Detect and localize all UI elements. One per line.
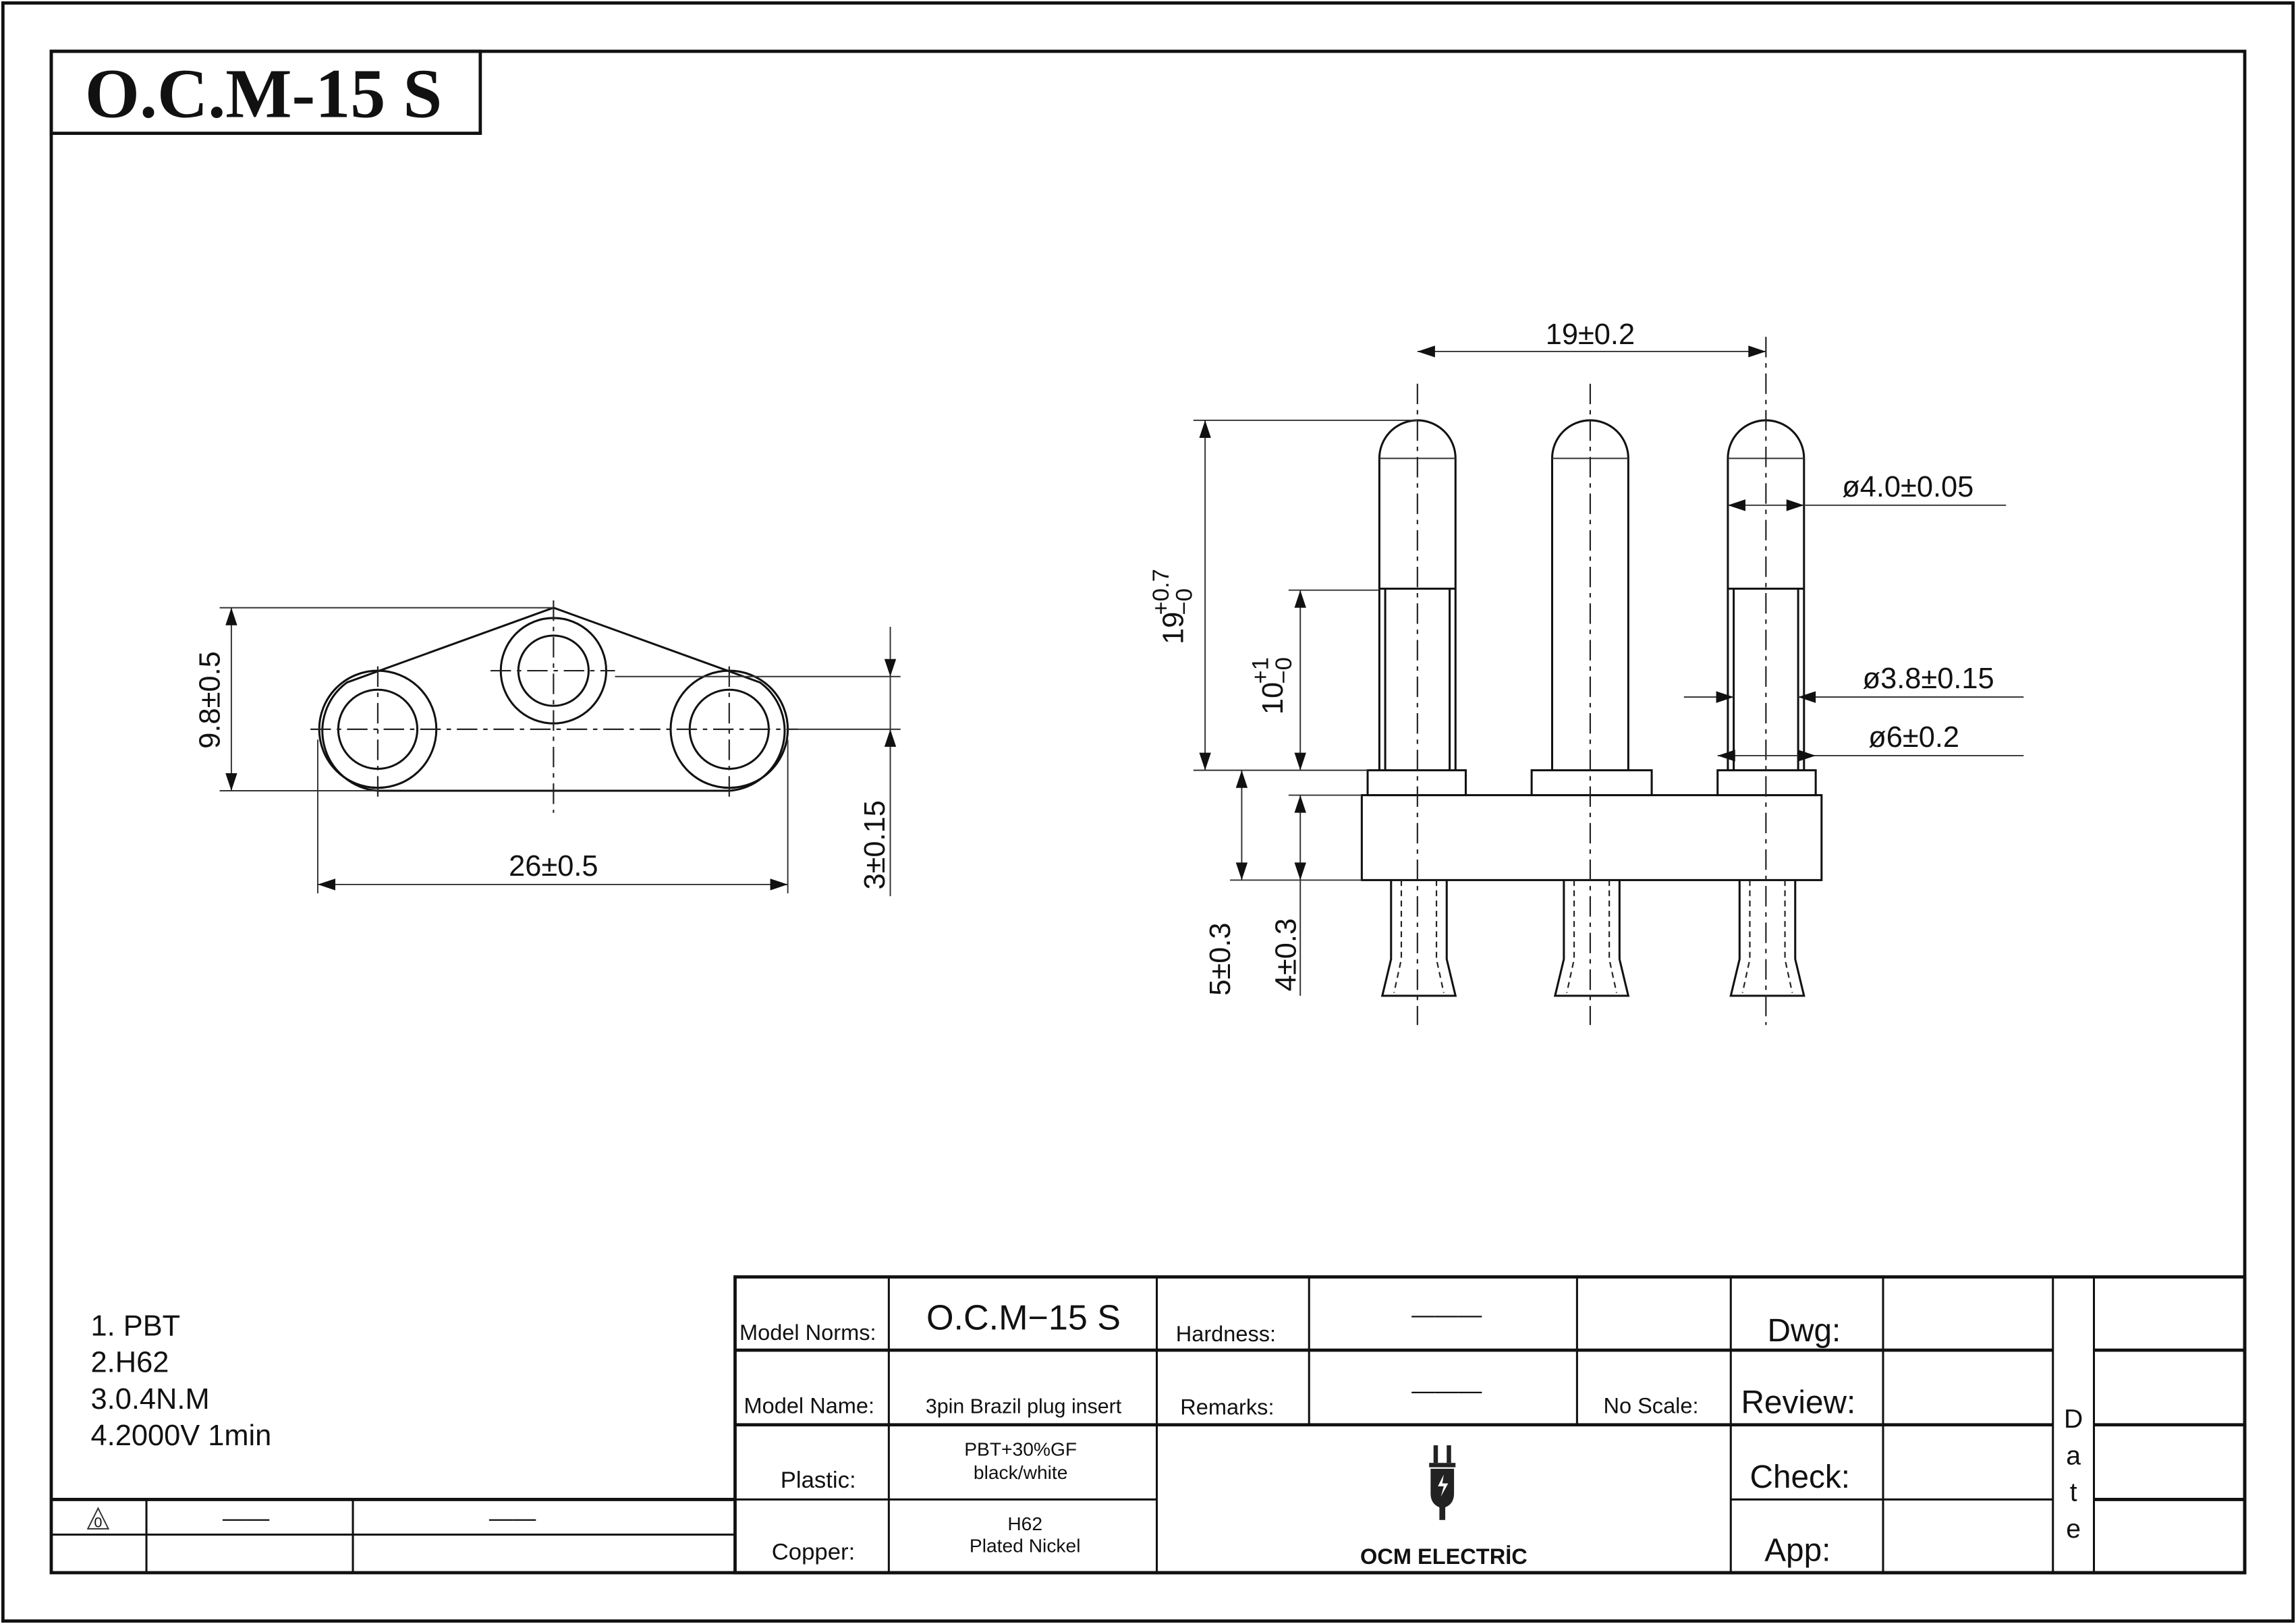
company-name: OCM ELECTRİC (1360, 1544, 1528, 1569)
revision-symbol: 0 (94, 1514, 102, 1531)
date-letter: e (2066, 1515, 2081, 1544)
material-notes: 1. PBT 2.H62 3.0.4N.M 4.2000V 1min (91, 1310, 272, 1452)
shank-length-tol-minus: −0 (1271, 657, 1297, 684)
title-block: Model Norms: O.C.M−15 S Model Name: 3pin… (733, 1275, 2247, 1575)
app-label: App: (1764, 1533, 1830, 1569)
side-view: 19±0.2 ø4.0±0.05 ø3.8±0.15 ø6±0.2 19 +0.… (1148, 318, 2024, 1026)
model-name-value: 3pin Brazil plug insert (926, 1395, 1122, 1418)
revision-col2: —— (223, 1506, 270, 1532)
revision-table: 0 —— —— (51, 1498, 735, 1573)
note-3: 3.0.4N.M (91, 1383, 210, 1416)
model-norms-value: O.C.M−15 S (926, 1299, 1121, 1338)
pin-length-tol-minus: −0 (1172, 588, 1198, 615)
pin-length-dimension: 19 (1158, 612, 1190, 644)
remarks-value: ——— (1411, 1378, 1482, 1404)
model-norms-label: Model Norms: (739, 1320, 876, 1345)
base-dimension: 5±0.3 (1204, 922, 1237, 995)
shank-length-tol-plus: +1 (1248, 657, 1273, 684)
dwg-label: Dwg: (1768, 1313, 1841, 1349)
pin-length-tol-plus: +0.7 (1148, 569, 1174, 615)
height-dimension: 9.8±0.5 (194, 651, 227, 748)
shank-length-dimension: 10 (1257, 682, 1289, 715)
model-name-label: Model Name: (744, 1393, 875, 1418)
shank-diameter-dimension: ø3.8±0.15 (1863, 663, 1994, 695)
note-4: 4.2000V 1min (91, 1420, 272, 1452)
plug-logo-icon (1429, 1445, 1456, 1520)
copper-value-2: Plated Nickel (970, 1535, 1081, 1557)
date-letter: D (2064, 1405, 2083, 1434)
hardness-label: Hardness: (1176, 1322, 1276, 1346)
copper-label: Copper: (772, 1539, 856, 1565)
plastic-label: Plastic: (781, 1467, 856, 1493)
plastic-value-2: black/white (974, 1461, 1068, 1483)
top-view: 9.8±0.5 26±0.5 3±0.15 (194, 600, 901, 897)
note-2: 2.H62 (91, 1347, 169, 1379)
review-label: Review: (1741, 1384, 1855, 1420)
plastic-value-1: PBT+30%GF (964, 1438, 1077, 1459)
pin-diameter-dimension: ø4.0±0.05 (1842, 471, 1973, 503)
hardness-value: ——— (1411, 1302, 1482, 1328)
note-1: 1. PBT (91, 1310, 181, 1342)
date-letter: t (2070, 1478, 2077, 1507)
width-dimension: 26±0.5 (509, 850, 598, 883)
copper-value-1: H62 (1007, 1513, 1042, 1534)
check-label: Check: (1749, 1459, 1850, 1495)
title-box (49, 49, 482, 135)
revision-triangle-icon (86, 1507, 110, 1530)
scale-label: No Scale: (1603, 1393, 1698, 1418)
thickness-dimension: 3±0.15 (859, 800, 891, 889)
date-label: D a t e (2064, 1405, 2083, 1544)
drawing-title: O.C.M-15 S (85, 55, 442, 133)
remarks-label: Remarks: (1180, 1395, 1274, 1420)
date-letter: a (2066, 1441, 2081, 1470)
pitch-dimension: 19±0.2 (1546, 318, 1635, 351)
collar-diameter-dimension: ø6±0.2 (1868, 721, 1959, 754)
revision-col3: —— (489, 1506, 536, 1532)
body-dimension: 4±0.3 (1270, 918, 1303, 991)
